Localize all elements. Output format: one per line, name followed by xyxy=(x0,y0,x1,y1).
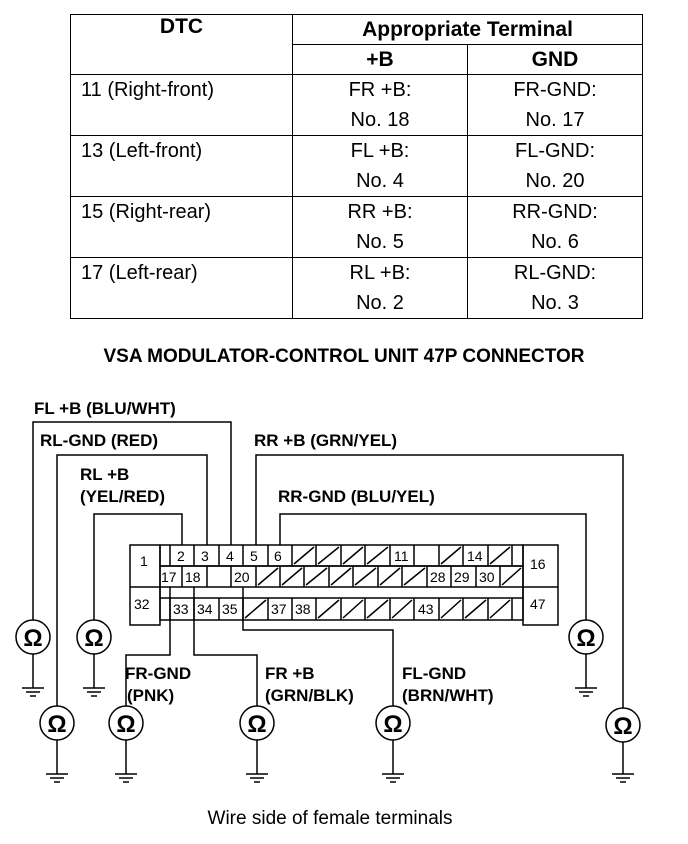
pin-33: 33 xyxy=(173,601,189,617)
label-fr-b: FR +B xyxy=(265,664,315,683)
ohm-symbol: Ω xyxy=(84,625,103,652)
label-fr-gnd: FR-GND xyxy=(125,664,191,683)
pin-18: 18 xyxy=(185,569,201,585)
label-fr-gnd-color: (PNK) xyxy=(127,686,174,705)
pin-20: 20 xyxy=(234,569,250,585)
pin-17: 17 xyxy=(161,569,177,585)
pin-2: 2 xyxy=(177,548,185,564)
dtc-cell: 15 (Right-rear) xyxy=(70,196,293,258)
pin-38: 38 xyxy=(295,601,311,617)
pin-11: 11 xyxy=(394,548,409,564)
pin-3: 3 xyxy=(201,548,209,564)
gnd-terminal-cell: RR-GND:No. 6 xyxy=(467,196,643,258)
gnd-terminal-cell: FL-GND:No. 20 xyxy=(467,135,643,197)
pin-5: 5 xyxy=(250,548,258,564)
ohm-symbol: Ω xyxy=(383,711,402,738)
label-rl-b: RL +B xyxy=(80,465,129,484)
dtc-terminal-table: DTC Appropriate Terminal +B GND 11 (Righ… xyxy=(70,14,643,319)
ohm-symbol: Ω xyxy=(576,625,595,652)
pin-16: 16 xyxy=(530,556,546,572)
label-rl-gnd: RL-GND (RED) xyxy=(40,431,158,450)
pin-1: 1 xyxy=(140,553,148,569)
connector-title: VSA MODULATOR-CONTROL UNIT 47P CONNECTOR xyxy=(103,346,585,367)
gnd-terminal-cell: RL-GND:No. 3 xyxy=(467,257,643,319)
table-row: 17 (Left-rear) RL +B:No. 2 RL-GND:No. 3 xyxy=(70,257,643,319)
ground-icon xyxy=(114,765,138,783)
gnd-terminal-cell: FR-GND:No. 17 xyxy=(467,74,643,136)
ground-icon xyxy=(82,679,106,697)
pin-34: 34 xyxy=(197,601,213,617)
pin-43: 43 xyxy=(418,601,434,617)
pin-47: 47 xyxy=(530,596,546,612)
ground-icon xyxy=(21,679,45,697)
pin-6: 6 xyxy=(274,548,282,564)
pin-37: 37 xyxy=(271,601,287,617)
label-fl-gnd-color: (BRN/WHT) xyxy=(402,686,494,705)
pin-4: 4 xyxy=(226,548,234,564)
caption: Wire side of female terminals xyxy=(207,808,453,829)
header-appropriate-terminal: Appropriate Terminal xyxy=(292,14,643,45)
ground-icon xyxy=(45,765,69,783)
ground-icon xyxy=(611,765,635,783)
label-fl-b: FL +B (BLU/WHT) xyxy=(34,399,176,418)
table-row: 15 (Right-rear) RR +B:No. 5 RR-GND:No. 6 xyxy=(70,196,643,258)
table-row: 13 (Left-front) FL +B:No. 4 FL-GND:No. 2… xyxy=(70,135,643,197)
label-rl-b-color: (YEL/RED) xyxy=(80,487,165,506)
ohm-symbol: Ω xyxy=(23,625,42,652)
ohm-symbol: Ω xyxy=(613,713,632,740)
b-terminal-cell: RR +B:No. 5 xyxy=(292,196,468,258)
connector-47p xyxy=(129,544,559,626)
dtc-cell: 11 (Right-front) xyxy=(70,74,293,136)
label-rr-b: RR +B (GRN/YEL) xyxy=(254,431,397,450)
b-terminal-cell: RL +B:No. 2 xyxy=(292,257,468,319)
ground-icon xyxy=(574,679,598,697)
ohm-symbol: Ω xyxy=(47,711,66,738)
pin-14: 14 xyxy=(467,548,483,564)
header-gnd: GND xyxy=(467,44,643,75)
table-row: 11 (Right-front) FR +B:No. 18 FR-GND:No.… xyxy=(70,74,643,136)
ohm-symbol: Ω xyxy=(247,711,266,738)
pin-28: 28 xyxy=(430,569,446,585)
dtc-cell: 13 (Left-front) xyxy=(70,135,293,197)
ohm-symbol: Ω xyxy=(116,711,135,738)
label-fr-b-color: (GRN/BLK) xyxy=(265,686,354,705)
ground-icon xyxy=(381,765,405,783)
label-rr-gnd: RR-GND (BLU/YEL) xyxy=(278,487,435,506)
ground-icon xyxy=(245,765,269,783)
dtc-cell: 17 (Left-rear) xyxy=(70,257,293,319)
pin-29: 29 xyxy=(454,569,470,585)
pin-35: 35 xyxy=(222,601,238,617)
label-fl-gnd: FL-GND xyxy=(402,664,466,683)
pin-32: 32 xyxy=(134,596,150,612)
header-dtc: DTC xyxy=(70,14,293,75)
pin-30: 30 xyxy=(479,569,495,585)
